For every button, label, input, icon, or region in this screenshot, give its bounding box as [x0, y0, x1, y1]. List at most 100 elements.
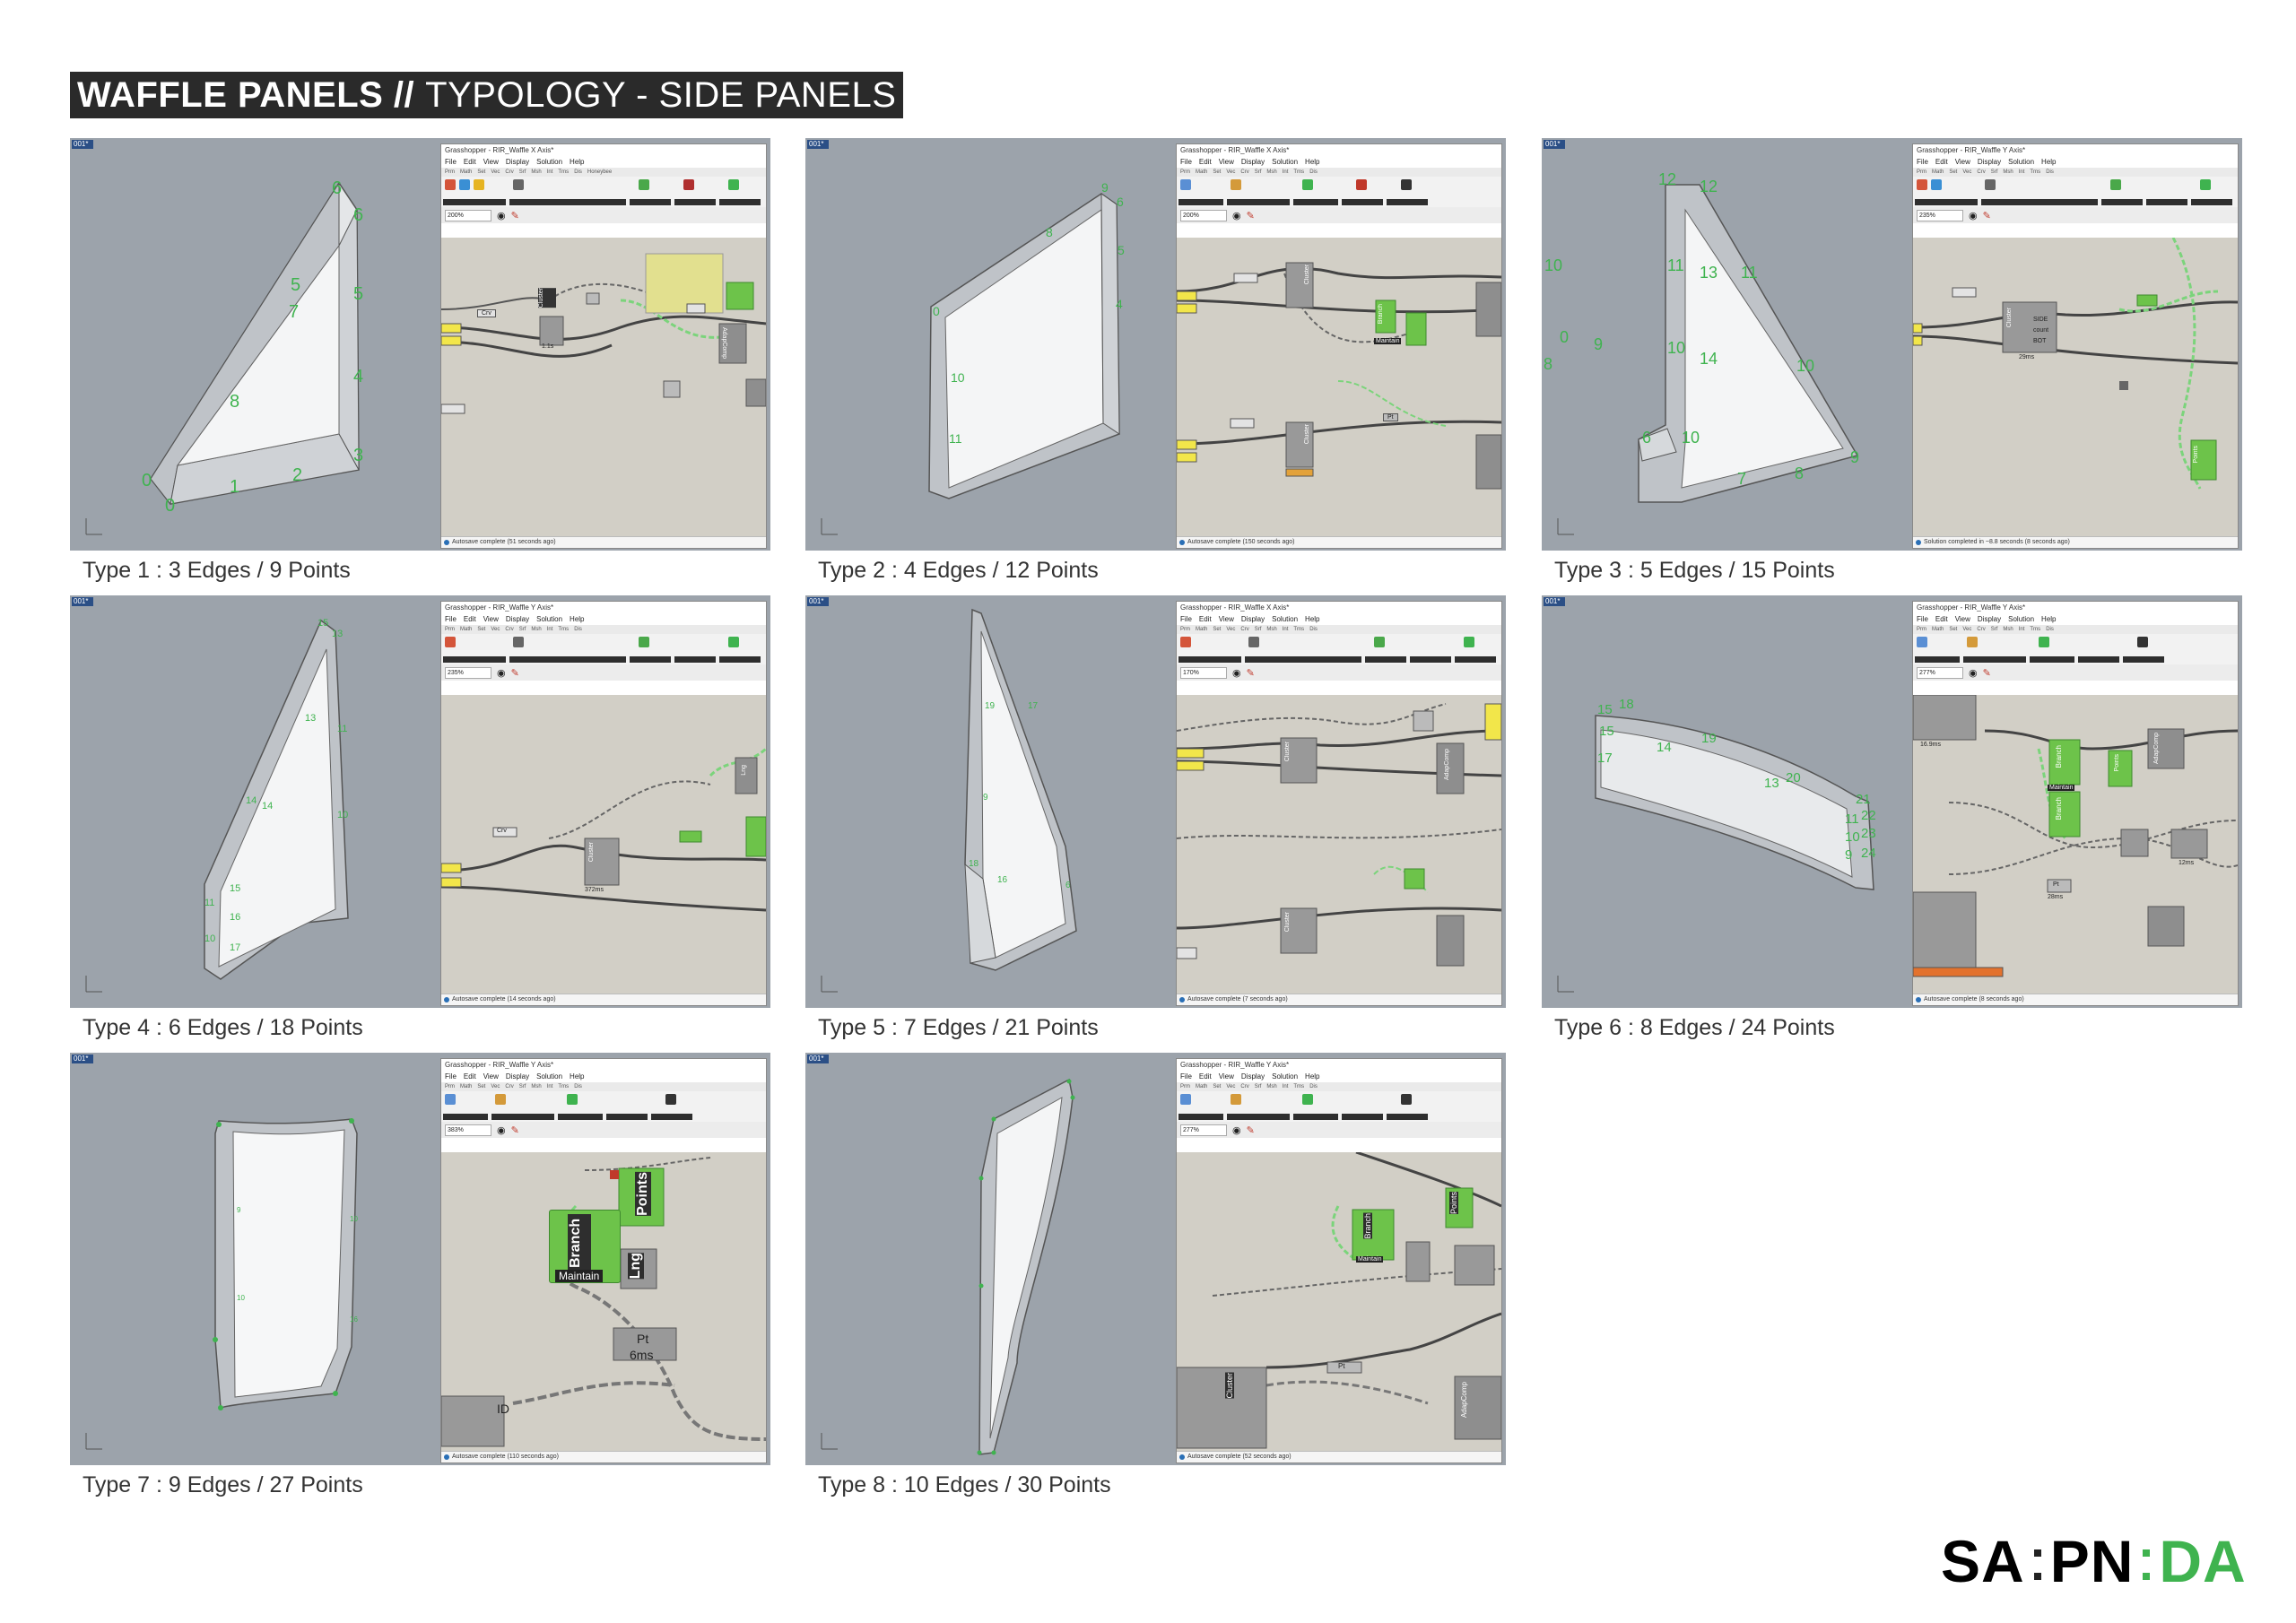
sets-icon[interactable] [1302, 1094, 1313, 1105]
points-component[interactable]: Points [635, 1172, 651, 1216]
palette-icon[interactable] [1931, 179, 1942, 190]
zoom-field[interactable]: 170% [1180, 666, 1227, 679]
menu-solution[interactable]: Solution [536, 615, 563, 623]
tab-msh[interactable]: Msh [531, 169, 542, 175]
tab-int[interactable]: Int [1282, 627, 1289, 632]
points-component[interactable]: Points [2193, 446, 2199, 464]
swatch-icon[interactable] [474, 179, 484, 190]
sets-icon[interactable] [2039, 637, 2049, 647]
points-component[interactable]: Points [1449, 1192, 1458, 1215]
tab-crv[interactable]: Crv [1977, 169, 1986, 175]
tab-dis[interactable]: Dis [574, 1084, 582, 1089]
vector-icon[interactable] [728, 637, 739, 647]
lng-component[interactable]: Lng [741, 765, 747, 776]
gh-canvas[interactable]: Branch Maintain Cluster Cluster Pt [1177, 238, 1501, 537]
tab-srf[interactable]: Srf [1254, 1084, 1262, 1089]
adapcomp-component[interactable]: AdapComp [1444, 749, 1450, 781]
zoom-field[interactable]: 235% [1917, 209, 1963, 221]
tab-math[interactable]: Math [1196, 1084, 1208, 1089]
tab-vec[interactable]: Vec [1226, 169, 1236, 175]
eye-icon[interactable]: ◉ [1232, 667, 1241, 679]
graphic-icon[interactable] [1374, 637, 1385, 647]
tab-prm[interactable]: Prm [445, 169, 455, 175]
tab-srf[interactable]: Srf [1990, 169, 1998, 175]
zoom-field[interactable]: 277% [1180, 1124, 1227, 1136]
tab-set[interactable]: Set [1949, 169, 1958, 175]
tab-set[interactable]: Set [1949, 627, 1958, 632]
tab-msh[interactable]: Msh [531, 1084, 542, 1089]
tab-int[interactable]: Int [1282, 169, 1289, 175]
menu-edit[interactable]: Edit [463, 158, 476, 166]
colour-icon[interactable] [445, 179, 456, 190]
sequence-icon[interactable] [495, 1094, 506, 1105]
cluster-component[interactable]: Cluster [538, 288, 556, 308]
menu-file[interactable]: File [445, 615, 457, 623]
menu-help[interactable]: Help [2041, 158, 2057, 166]
eye-icon[interactable]: ◉ [497, 667, 506, 679]
tab-prm[interactable]: Prm [1180, 1084, 1190, 1089]
sequence-icon[interactable] [1967, 637, 1978, 647]
menu-view[interactable]: View [1954, 615, 1970, 623]
vector-icon[interactable] [2200, 179, 2211, 190]
tab-prm[interactable]: Prm [1917, 169, 1926, 175]
dimension-icon[interactable] [1985, 179, 1996, 190]
tab-prm[interactable]: Prm [1917, 627, 1926, 632]
list-icon[interactable] [1180, 179, 1191, 190]
tab-crv[interactable]: Crv [505, 627, 514, 632]
menu-edit[interactable]: Edit [1198, 1072, 1212, 1081]
menu-display[interactable]: Display [505, 1072, 530, 1081]
eye-icon[interactable]: ◉ [497, 1124, 506, 1136]
tab-crv[interactable]: Crv [505, 169, 514, 175]
tab-math[interactable]: Math [1196, 169, 1208, 175]
tab-trns[interactable]: Trns [1293, 169, 1305, 175]
dimension-icon[interactable] [513, 637, 524, 647]
eye-icon[interactable]: ◉ [1232, 1124, 1241, 1136]
points-component[interactable]: Points [2114, 754, 2120, 772]
tab-trns[interactable]: Trns [2030, 627, 2041, 632]
lng-component[interactable]: Lng [628, 1253, 644, 1280]
tab-srf[interactable]: Srf [518, 169, 526, 175]
eye-icon[interactable]: ◉ [1969, 210, 1978, 221]
tab-dis[interactable]: Dis [574, 169, 582, 175]
menu-edit[interactable]: Edit [1198, 615, 1212, 623]
tab-prm[interactable]: Prm [1180, 627, 1190, 632]
menu-file[interactable]: File [445, 1072, 457, 1081]
cluster-component[interactable]: Cluster [1284, 742, 1291, 762]
pt-component[interactable]: Pt [637, 1332, 649, 1346]
graphic-icon[interactable] [639, 179, 649, 190]
menu-display[interactable]: Display [1240, 615, 1265, 623]
pt-component[interactable]: Pt [2053, 881, 2059, 888]
brush-icon[interactable]: ✎ [1246, 667, 1255, 679]
menu-view[interactable]: View [483, 615, 499, 623]
crv-component[interactable]: Crv [477, 309, 496, 317]
menu-solution[interactable]: Solution [536, 1072, 563, 1081]
tree-icon[interactable] [665, 1094, 676, 1105]
sequence-icon[interactable] [1231, 179, 1241, 190]
eye-icon[interactable]: ◉ [497, 210, 506, 221]
colour-icon[interactable] [445, 637, 456, 647]
zoom-field[interactable]: 235% [445, 666, 491, 679]
menu-display[interactable]: Display [1977, 158, 2002, 166]
menu-file[interactable]: File [1917, 158, 1928, 166]
menu-edit[interactable]: Edit [463, 1072, 476, 1081]
zoom-field[interactable]: 383% [445, 1124, 491, 1136]
gh-canvas[interactable]: Cluster Cluster AdapComp [1177, 695, 1501, 994]
menu-solution[interactable]: Solution [1272, 615, 1299, 623]
tab-trns[interactable]: Trns [558, 627, 570, 632]
tab-set[interactable]: Set [1213, 627, 1222, 632]
menu-file[interactable]: File [1917, 615, 1928, 623]
menu-help[interactable]: Help [1305, 158, 1320, 166]
tab-math[interactable]: Math [460, 1084, 473, 1089]
tab-crv[interactable]: Crv [1977, 627, 1986, 632]
zoom-field[interactable]: 200% [1180, 209, 1227, 221]
cluster-component-2[interactable]: Cluster [1304, 424, 1310, 445]
tab-set[interactable]: Set [1213, 169, 1222, 175]
vector-icon[interactable] [728, 179, 739, 190]
branch-component[interactable]: Branch [1378, 304, 1384, 325]
tab-srf[interactable]: Srf [1254, 627, 1262, 632]
adapcomp-component[interactable]: AdapComp [1460, 1382, 1468, 1419]
tab-set[interactable]: Set [477, 1084, 486, 1089]
menu-view[interactable]: View [1218, 615, 1234, 623]
